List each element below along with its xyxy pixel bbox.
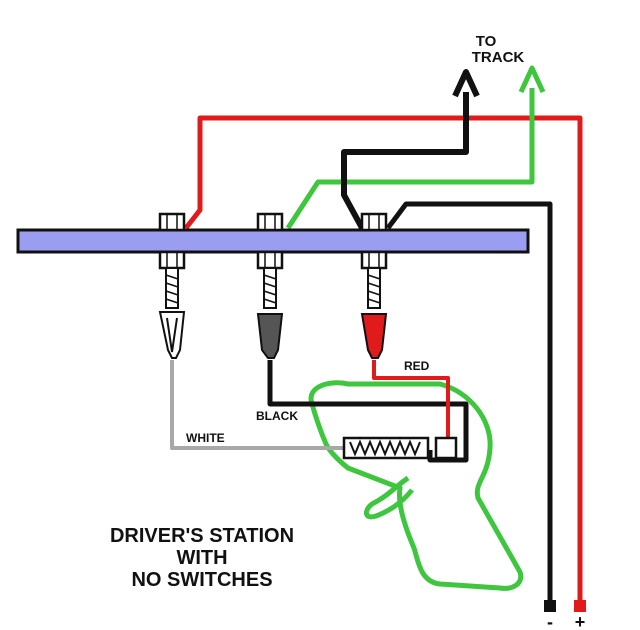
controller-outline (308, 380, 524, 591)
title-line-3: NO SWITCHES (131, 569, 272, 591)
to-track-label-1: TO (476, 33, 497, 50)
to-track-label-2: TRACK (472, 49, 525, 66)
controller-trigger (364, 475, 414, 520)
minus-terminal (544, 600, 556, 612)
wiper-contact (434, 436, 458, 460)
clip-white (158, 311, 186, 359)
post-left (158, 212, 186, 309)
plus-label: + (575, 612, 586, 630)
red-wire-main (184, 115, 583, 605)
black-wire-minus (386, 201, 553, 605)
black-arrow-head (452, 69, 480, 98)
black-wire-controller (267, 360, 469, 463)
plus-terminal (574, 600, 586, 612)
resistor-coil (349, 439, 421, 457)
clip-black (256, 313, 284, 359)
black-label: BLACK (256, 409, 298, 423)
green-arrow-head (518, 65, 546, 94)
minus-label: - (547, 612, 553, 630)
green-wire-track (285, 88, 535, 230)
terminal-strip (16, 228, 530, 254)
white-wire (170, 360, 346, 450)
title-line-1: DRIVER'S STATION (110, 525, 294, 547)
title-line-2: WITH (176, 547, 227, 569)
black-wire-track (341, 92, 469, 230)
post-middle (256, 212, 284, 309)
clip-red (360, 313, 388, 359)
white-label: WHITE (186, 431, 225, 445)
red-wire-controller (372, 360, 450, 440)
post-right (360, 212, 388, 309)
red-label: RED (404, 359, 430, 373)
